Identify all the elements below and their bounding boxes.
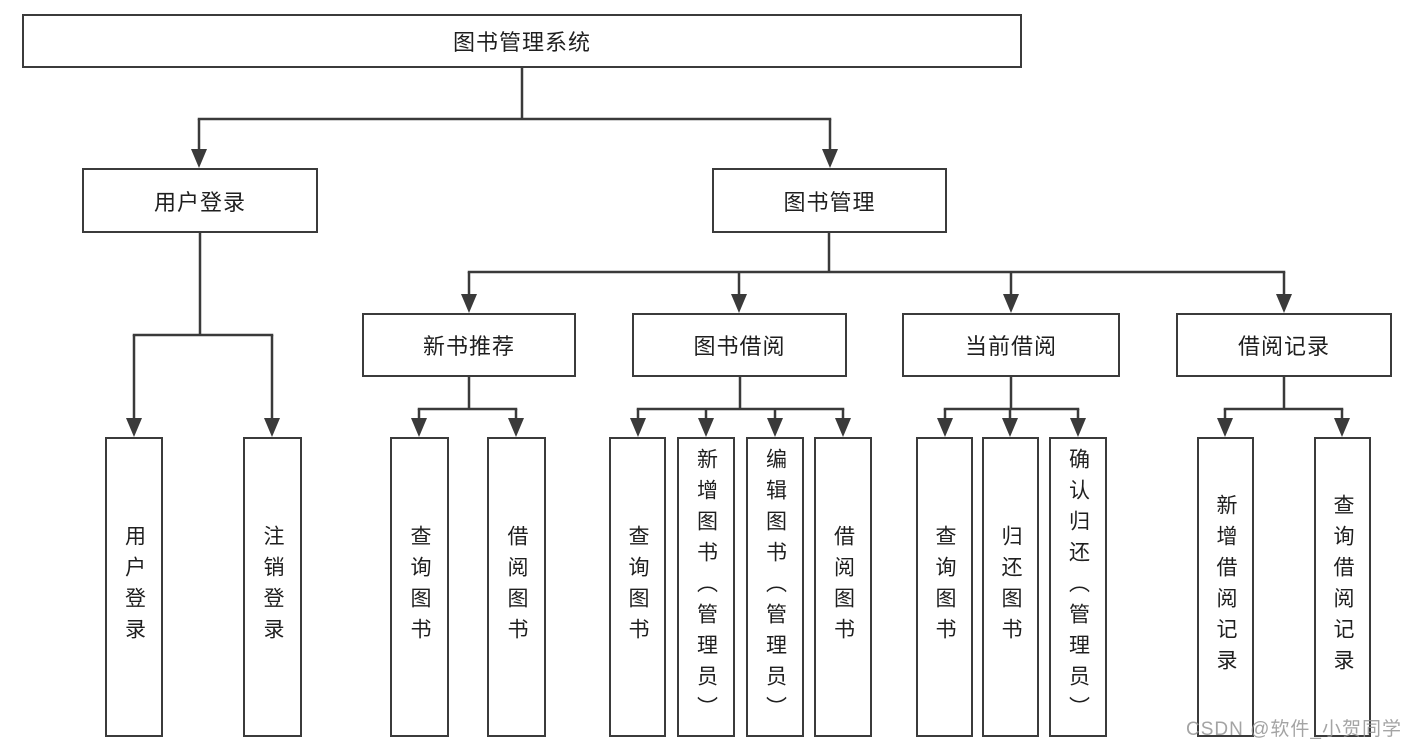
leaf-label: 查询借阅记录 [1331,494,1354,680]
leaf-current-query-books: 查询图书 [916,437,973,737]
leaf-borrowing-edit-books-admin: 编辑图书（管理员） [746,437,804,737]
leaf-records-add-record: 新增借阅记录 [1197,437,1254,737]
node-book-management: 图书管理 [712,168,947,233]
leaf-label: 借阅图书 [831,525,855,649]
leaf-recommend-query-books: 查询图书 [390,437,449,737]
node-borrowing-records: 借阅记录 [1176,313,1392,377]
node-book-borrowing: 图书借阅 [632,313,847,377]
leaf-borrowing-add-books-admin: 新增图书（管理员） [677,437,735,737]
leaf-current-confirm-return-admin: 确认归还（管理员） [1049,437,1107,737]
csdn-watermark: CSDN @软件_小贺同学 [1186,719,1402,740]
leaf-label: 编辑图书（管理员） [763,447,787,727]
leaf-borrowing-query-books: 查询图书 [609,437,666,737]
leaf-label: 新增借阅记录 [1214,494,1237,680]
leaf-recommend-borrow-books: 借阅图书 [487,437,546,737]
leaf-user-login: 用户登录 [105,437,163,737]
leaf-label: 查询图书 [933,525,956,649]
leaf-label: 查询图书 [408,525,431,649]
leaf-records-query-record: 查询借阅记录 [1314,437,1371,737]
leaf-logout: 注销登录 [243,437,302,737]
node-root-system: 图书管理系统 [22,14,1022,68]
leaf-current-return-books: 归还图书 [982,437,1039,737]
leaf-label: 注销登录 [261,525,284,649]
leaf-label: 查询图书 [626,525,649,649]
leaf-label: 借阅图书 [505,525,528,649]
leaf-label: 确认归还（管理员） [1066,447,1090,727]
leaf-label: 归还图书 [999,525,1022,649]
node-new-book-recommend: 新书推荐 [362,313,576,377]
leaf-label: 新增图书（管理员） [694,447,718,727]
leaf-label: 用户登录 [122,525,146,649]
node-current-borrowing: 当前借阅 [902,313,1120,377]
node-user-login: 用户登录 [82,168,318,233]
leaf-borrowing-borrow-books: 借阅图书 [814,437,872,737]
